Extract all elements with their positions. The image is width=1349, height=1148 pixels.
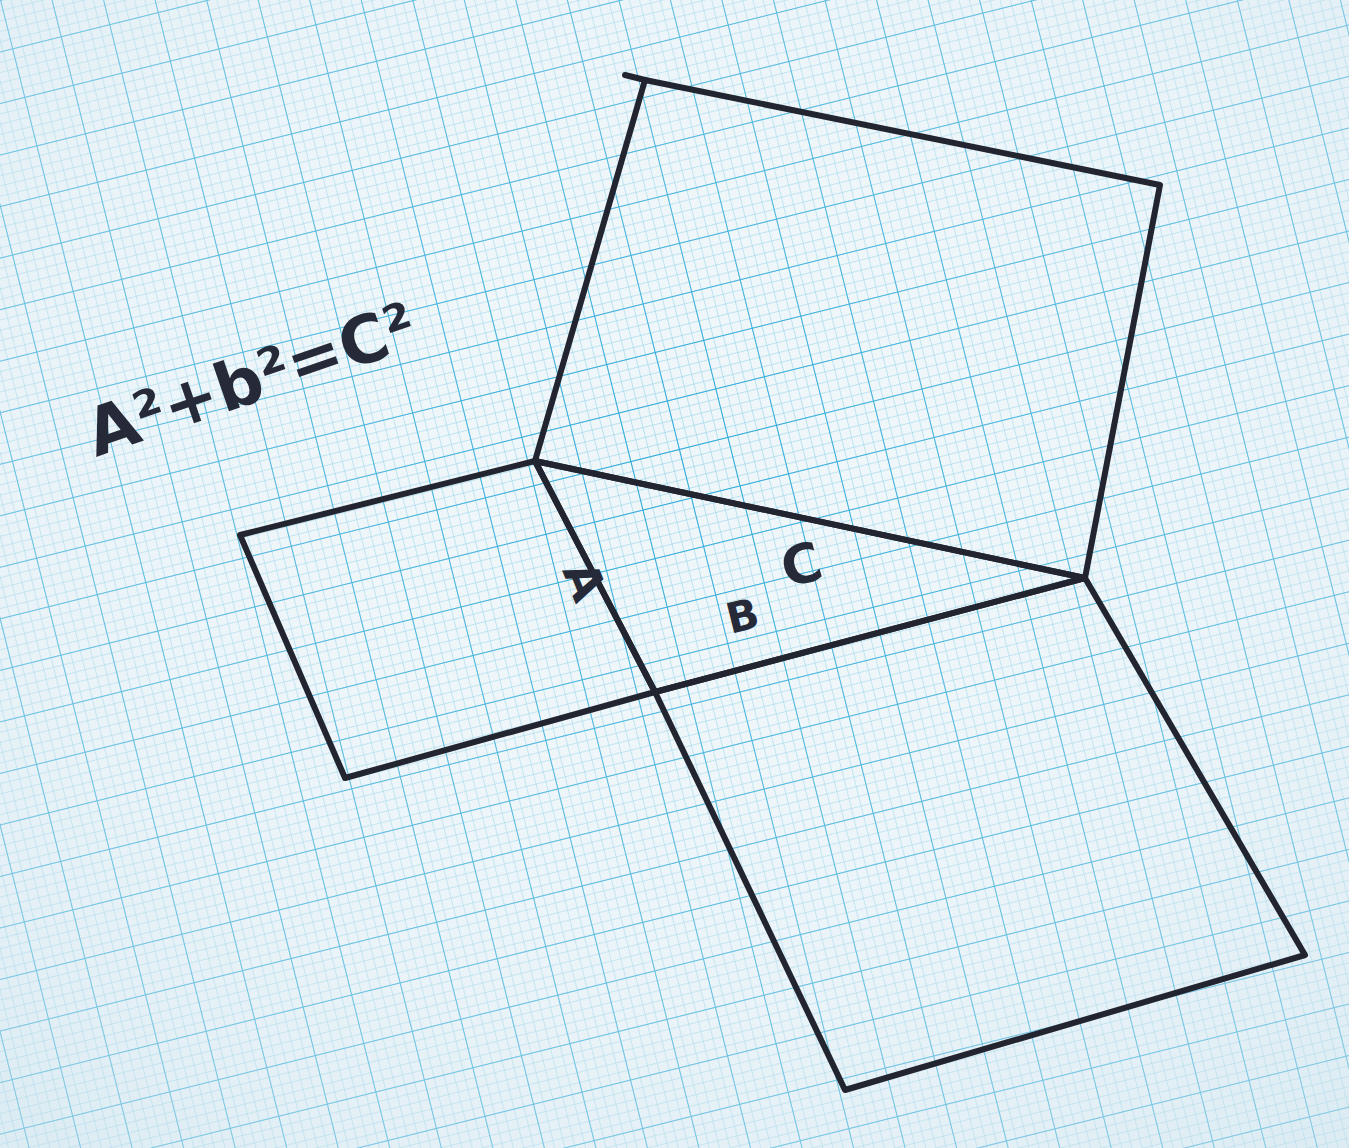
square-c [535, 80, 1160, 578]
top-edge-overrun [625, 75, 645, 80]
square-b [655, 578, 1305, 1090]
right-triangle [535, 461, 1085, 692]
square-a [240, 461, 655, 778]
